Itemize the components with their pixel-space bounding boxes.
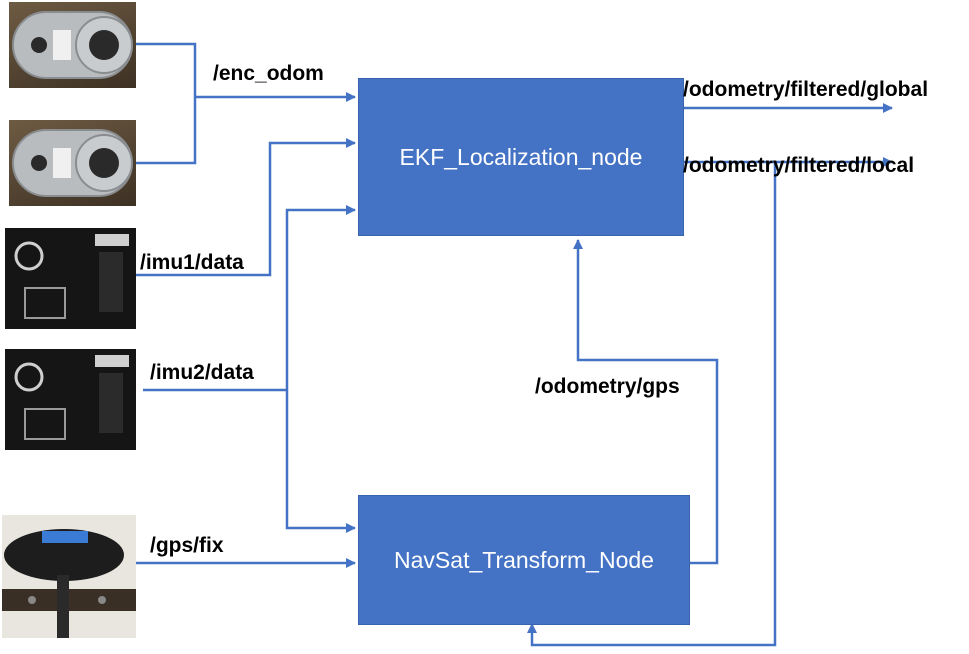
odometry-gps-label: /odometry/gps	[535, 375, 680, 398]
odometry-filtered-global-label: /odometry/filtered/global	[683, 78, 929, 101]
encoder-1-photo	[9, 2, 136, 88]
imu1-arrow	[136, 138, 356, 277]
imu-1-photo	[5, 228, 136, 329]
encoder-2-photo	[9, 120, 136, 206]
ekf-localization-node: EKF_Localization_node	[358, 78, 684, 236]
gps-fix-label: /gps/fix	[150, 534, 224, 557]
odom-local-feedback-arrow	[527, 162, 777, 647]
imu2-to-ekf-arrow	[285, 205, 356, 390]
navsat-transform-node: NavSat_Transform_Node	[358, 495, 690, 625]
imu-2-photo	[5, 349, 136, 450]
imu2-data-label: /imu2/data	[150, 361, 254, 384]
enc1-connector	[136, 42, 197, 97]
imu2-to-navsat-arrow	[285, 390, 356, 533]
enc-odom-label: /enc_odom	[213, 62, 324, 85]
gps-receiver-photo	[2, 515, 136, 638]
odom-gps-arrow	[573, 239, 719, 565]
enc2-connector	[136, 97, 197, 165]
imu1-data-label: /imu1/data	[140, 251, 244, 274]
odometry-filtered-local-label: /odometry/filtered/local	[683, 154, 915, 177]
